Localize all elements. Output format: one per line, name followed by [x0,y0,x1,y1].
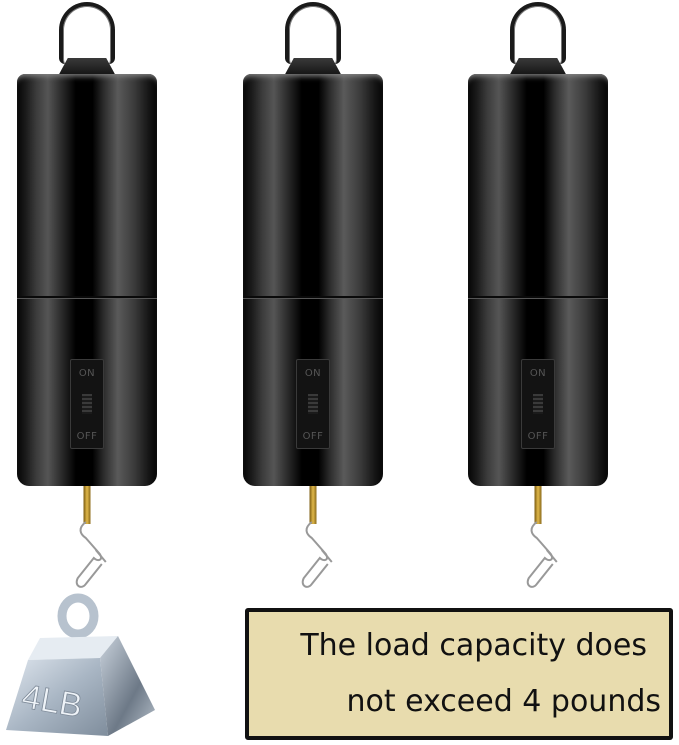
body-seam [468,296,608,299]
notice-line-2: not exceed 4 pounds [346,684,661,719]
switch-on-label: ON [78,368,96,379]
notice-line-1: The load capacity does [300,628,647,663]
body-seam [17,296,157,299]
swivel-hook-icon [526,521,558,588]
switch-off-label: OFF [76,431,98,442]
brass-rod [83,486,91,524]
spinner-motor-unit-3: ON OFF [468,0,608,600]
swivel-hook-icon [301,521,333,588]
hanger-loop-icon [59,2,115,64]
power-switch: ON OFF [296,359,330,449]
weight-icon: 4LB [6,593,155,736]
top-cap [57,58,117,78]
cylinder-body: ON OFF [17,74,157,486]
switch-knob [533,394,543,414]
spinner-motor-unit-1: ON OFF [17,0,157,600]
cylinder-body: ON OFF [468,74,608,486]
top-cap [508,58,568,78]
body-seam [243,296,383,299]
switch-knob [82,394,92,414]
hanger-loop-icon [285,2,341,64]
brass-rod [534,486,542,524]
cylinder-body: ON OFF [243,74,383,486]
power-switch: ON OFF [521,359,555,449]
switch-on-label: ON [304,368,322,379]
switch-on-label: ON [529,368,547,379]
hanger-loop-icon [510,2,566,64]
load-capacity-notice: The load capacity does not exceed 4 poun… [245,608,673,740]
switch-off-label: OFF [302,431,324,442]
switch-knob [308,394,318,414]
switch-off-label: OFF [527,431,549,442]
power-switch: ON OFF [70,359,104,449]
swivel-hook-icon [75,521,107,588]
brass-rod [309,486,317,524]
spinner-motor-unit-2: ON OFF [243,0,383,600]
top-cap [283,58,343,78]
